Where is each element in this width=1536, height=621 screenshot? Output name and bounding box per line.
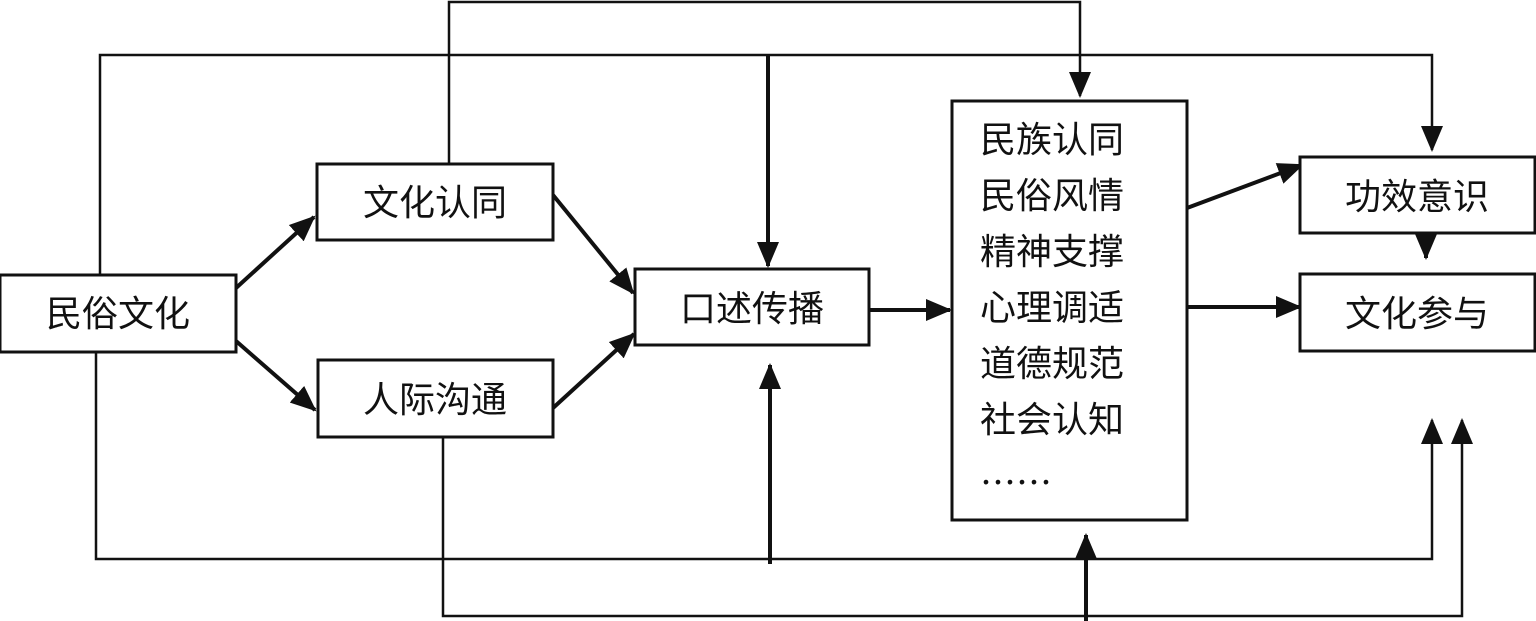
node-label: 口述传播 bbox=[680, 289, 824, 330]
edge-interpersonal-to-oral bbox=[551, 332, 636, 410]
node-cultural-identity: 文化认同 bbox=[315, 162, 555, 242]
node-label: 人际沟通 bbox=[363, 380, 507, 421]
function-item: 道德规范 bbox=[980, 344, 1124, 385]
node-interpersonal-communication: 人际沟通 bbox=[316, 358, 555, 439]
edge-folk-to-interpersonal bbox=[234, 339, 317, 412]
node-label: 功效意识 bbox=[1345, 177, 1489, 218]
function-item: 精神支撑 bbox=[980, 232, 1124, 273]
function-item: 民族认同 bbox=[980, 120, 1124, 161]
edge-folk-to-identity bbox=[234, 215, 316, 290]
function-item: 社会认知 bbox=[980, 400, 1124, 441]
edge-identity-to-functions bbox=[447, 0, 1091, 165]
node-label: 文化参与 bbox=[1345, 294, 1489, 335]
node-folk-culture: 民俗文化 bbox=[0, 273, 238, 354]
node-cultural-participation: 文化参与 bbox=[1298, 272, 1536, 353]
function-item: 民俗风情 bbox=[980, 176, 1124, 217]
node-label: 文化认同 bbox=[363, 183, 507, 224]
edge-interpersonal-bottom-loop bbox=[441, 418, 1473, 618]
function-item-ellipsis: …… bbox=[980, 452, 1052, 493]
function-item: 心理调适 bbox=[980, 288, 1124, 329]
node-functions-list: 民族认同 民俗风情 精神支撑 心理调适 道德规范 社会认知 …… bbox=[950, 99, 1189, 522]
edge-identity-to-oral bbox=[551, 193, 635, 295]
connectors bbox=[94, 0, 1473, 621]
edge-functions-to-efficacy bbox=[1186, 163, 1304, 210]
node-oral-transmission: 口述传播 bbox=[633, 267, 871, 347]
edge-folk-bottom-loop bbox=[94, 352, 1443, 561]
node-efficacy-awareness: 功效意识 bbox=[1298, 155, 1536, 235]
node-label: 民俗文化 bbox=[46, 294, 190, 335]
